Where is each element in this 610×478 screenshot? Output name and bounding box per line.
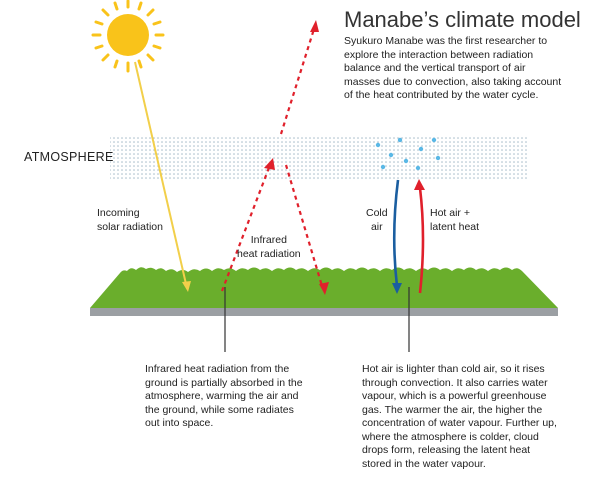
label-infrared: Infrared heat radiation (237, 234, 301, 260)
infrared-arrowhead-down (319, 282, 329, 295)
infrared-arrowhead-space (310, 20, 319, 32)
label-hot-air: Hot air + latent heat (430, 207, 480, 233)
water-droplets-icon (375, 137, 441, 171)
incoming-solar-arrow (134, 61, 191, 292)
atmosphere-label: ATMOSPHERE (24, 150, 114, 164)
ground-base (90, 308, 558, 316)
hot-air-arrow (414, 179, 425, 294)
infrared-arrows (220, 28, 324, 292)
label-incoming-solar: Incoming solar radiation (97, 207, 163, 233)
atmosphere-band (110, 135, 528, 181)
diagram-title: Manabe’s climate model (344, 7, 581, 32)
caption-convection: Hot air is lighter than cold air, so it … (362, 363, 557, 470)
infrared-arrowhead-up (264, 158, 275, 170)
cold-air-arrow (392, 179, 402, 294)
sun-icon (91, 0, 165, 73)
label-cold-air: Cold air (366, 207, 388, 233)
intro-text: Syukuro Manabe was the first researcher … (344, 35, 562, 101)
caption-infrared: Infrared heat radiation from the ground … (145, 363, 303, 429)
